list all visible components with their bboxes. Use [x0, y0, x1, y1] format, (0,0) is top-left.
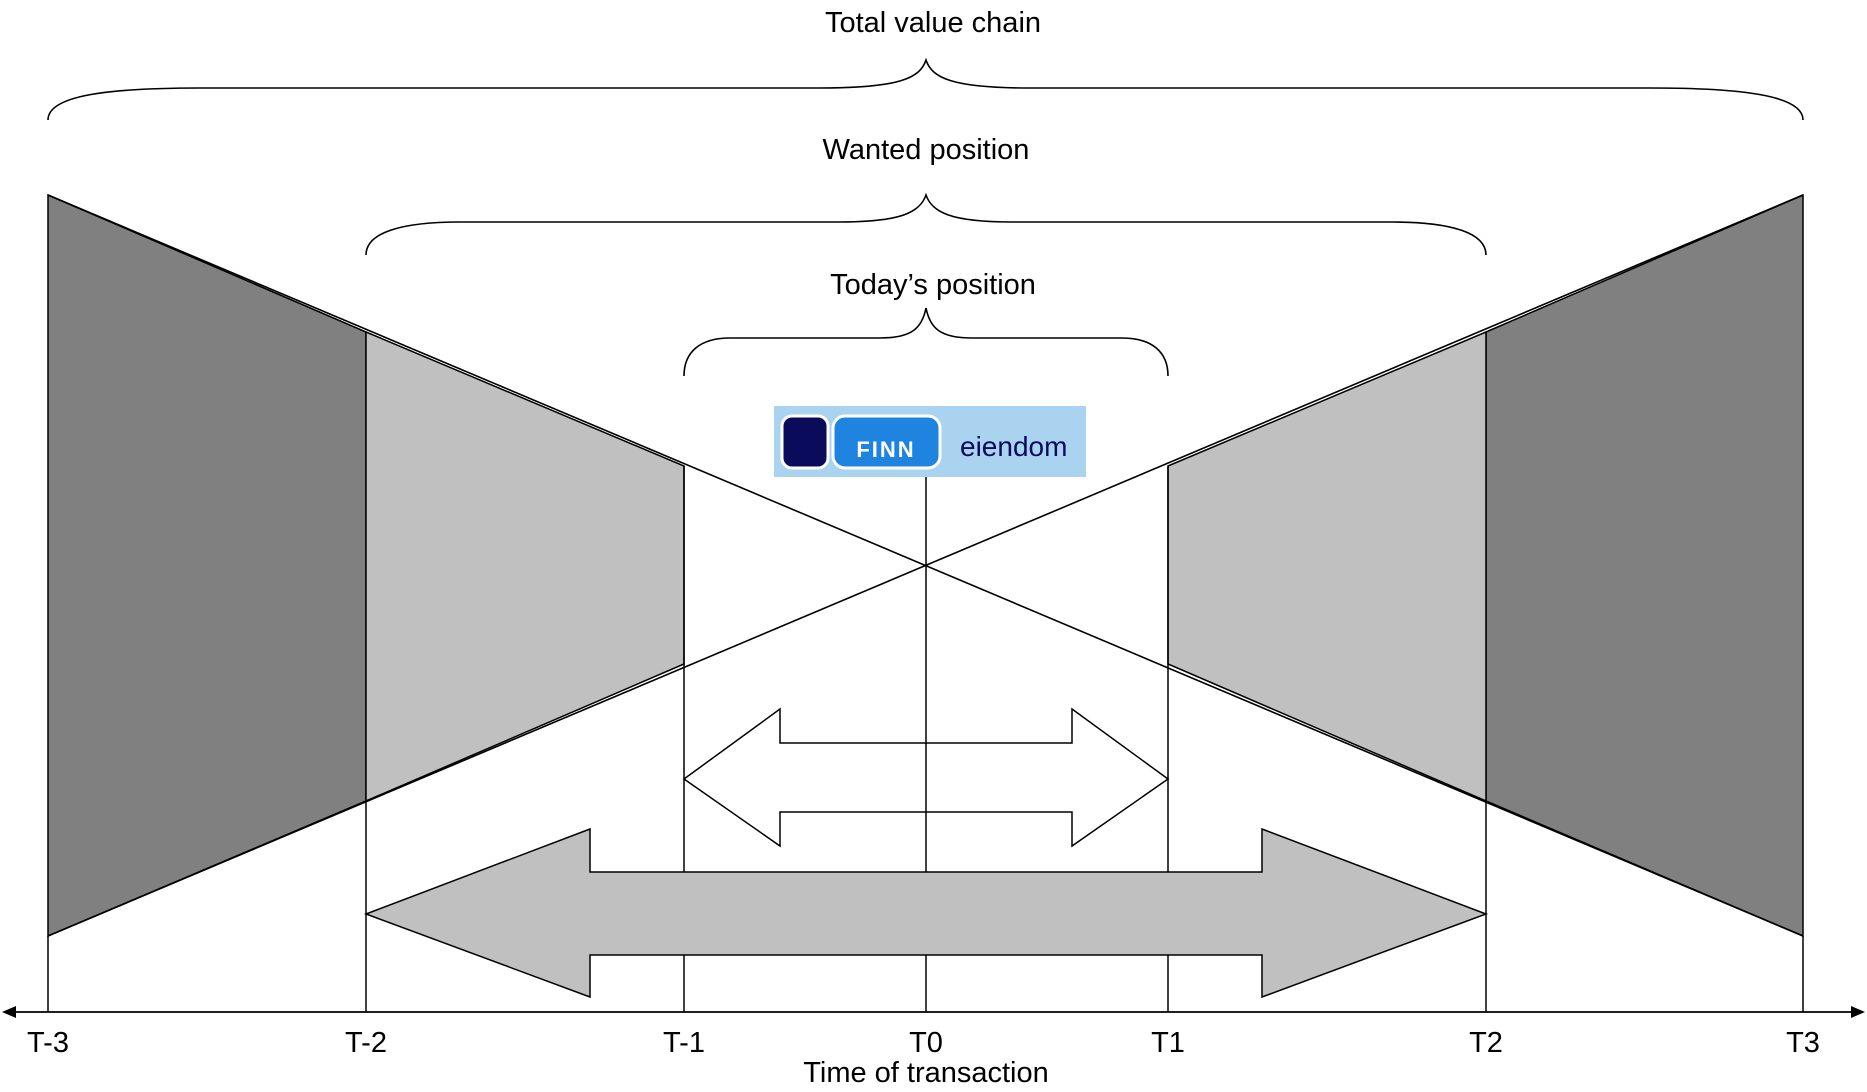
wanted-position-label: Wanted position [823, 134, 1030, 166]
time-axis-right-arrowhead [1851, 1006, 1865, 1018]
finn-eiendom-logo: FINN eiendom [774, 406, 1086, 477]
tick-label-t3: T3 [1786, 1027, 1820, 1059]
logo-wordmark: FINN [856, 437, 915, 462]
logo-caption: eiendom [960, 431, 1067, 462]
logo-blue-tile [831, 414, 942, 470]
total-value-chain-brace [47, 57, 1804, 121]
left-middle-band [365, 330, 685, 803]
tick-label-t-minus-1: T-1 [663, 1027, 705, 1059]
tick-label-t0: T0 [909, 1027, 943, 1059]
tick-label-t-minus-3: T-3 [27, 1027, 69, 1059]
tick-label-t1: T1 [1151, 1027, 1185, 1059]
wanted-position-brace [365, 192, 1487, 256]
todays-position-label: Today’s position [830, 269, 1036, 301]
tick-label-t-minus-2: T-2 [345, 1027, 387, 1059]
todays-position-brace [683, 307, 1169, 377]
logo-navy-tile [780, 414, 830, 470]
left-outer-band [47, 193, 367, 938]
total-value-chain-label: Total value chain [825, 7, 1041, 39]
wanted-position-arrow [363, 827, 1489, 999]
tick-label-t2: T2 [1469, 1027, 1503, 1059]
right-middle-band [1167, 330, 1487, 803]
time-axis-left-arrowhead [2, 1006, 16, 1018]
ascending-diagonal [47, 194, 1804, 937]
time-axis-title: Time of transaction [803, 1057, 1049, 1087]
right-outer-band [1485, 193, 1804, 938]
